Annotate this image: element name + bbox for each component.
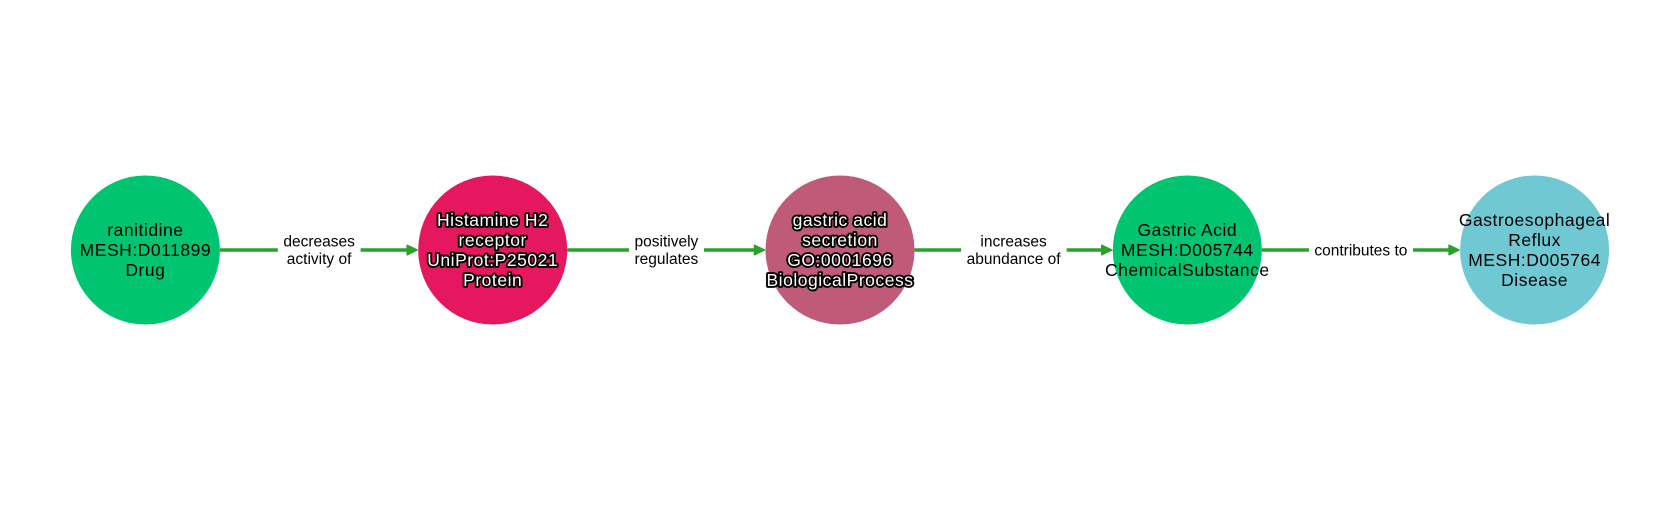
svg-text:MESH:D005744: MESH:D005744 bbox=[1121, 240, 1254, 260]
svg-text:Gastric Acid: Gastric Acid bbox=[1137, 220, 1237, 240]
svg-text:UniProt:P25021: UniProt:P25021 bbox=[427, 250, 558, 270]
svg-text:Disease: Disease bbox=[1501, 270, 1568, 290]
svg-text:contributes to: contributes to bbox=[1314, 242, 1407, 259]
svg-text:gastric acid: gastric acid bbox=[793, 210, 888, 230]
svg-text:GO:0001696: GO:0001696 bbox=[787, 250, 892, 270]
svg-text:increases: increases bbox=[980, 234, 1047, 251]
svg-text:receptor: receptor bbox=[458, 230, 526, 250]
svg-text:ranitidine: ranitidine bbox=[107, 220, 183, 240]
svg-text:Drug: Drug bbox=[125, 260, 165, 280]
svg-text:MESH:D005764: MESH:D005764 bbox=[1468, 250, 1601, 270]
svg-text:positively: positively bbox=[635, 234, 699, 251]
svg-text:abundance of: abundance of bbox=[967, 251, 1062, 268]
svg-text:MESH:D011899: MESH:D011899 bbox=[80, 240, 211, 260]
svg-text:regulates: regulates bbox=[635, 251, 699, 268]
svg-text:secretion: secretion bbox=[802, 230, 878, 250]
svg-text:activity of: activity of bbox=[287, 251, 352, 268]
svg-text:Reflux: Reflux bbox=[1508, 230, 1561, 250]
svg-text:Gastroesophageal: Gastroesophageal bbox=[1459, 210, 1610, 230]
svg-text:decreases: decreases bbox=[283, 234, 355, 251]
svg-text:BiologicalProcess: BiologicalProcess bbox=[766, 270, 913, 290]
svg-text:ChemicalSubstance: ChemicalSubstance bbox=[1105, 260, 1270, 280]
svg-text:Histamine H2: Histamine H2 bbox=[437, 210, 548, 230]
svg-text:Protein: Protein bbox=[463, 270, 522, 290]
